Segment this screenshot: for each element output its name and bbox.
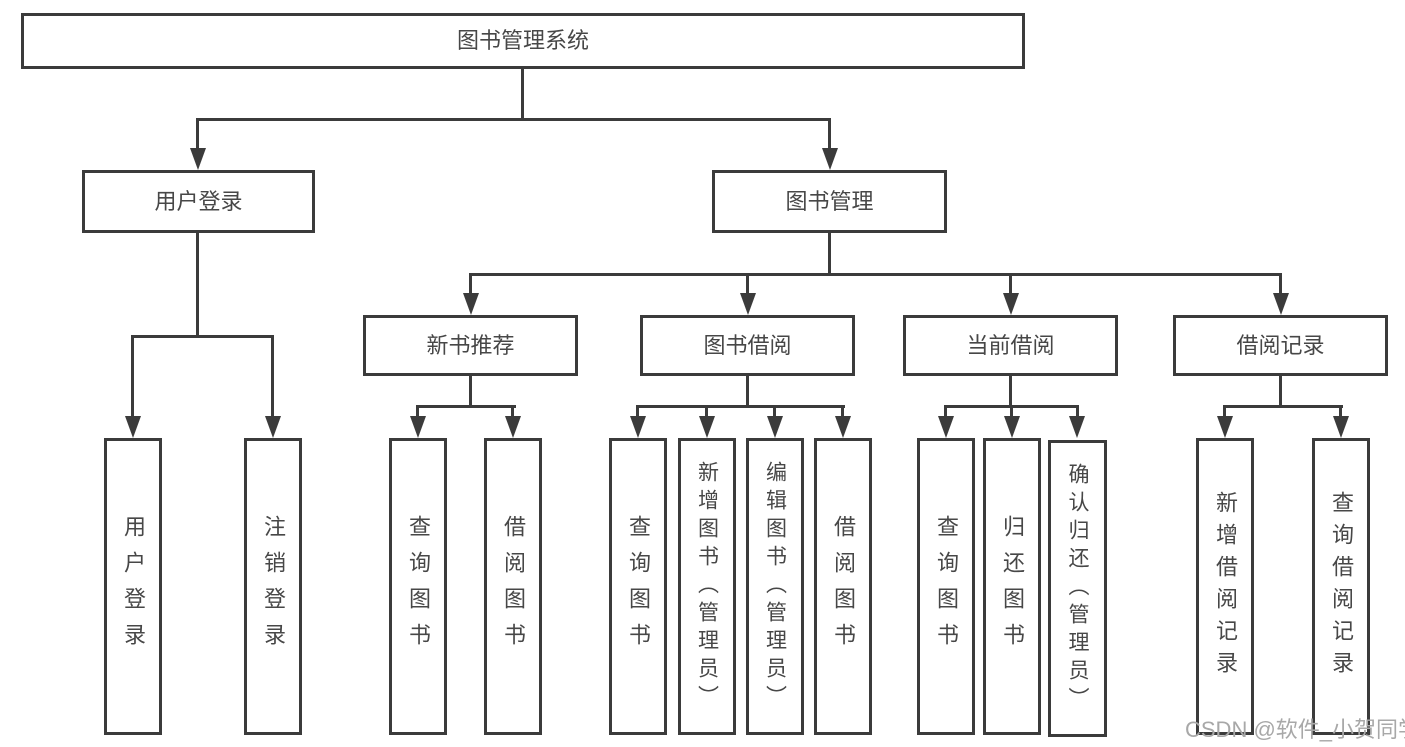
connector-borrow-records-group-drop <box>1279 376 1282 407</box>
leaf-cb-confirm-return-admin: 确认归还（管理员） <box>1048 440 1107 737</box>
arrowhead-down-cb-return <box>1004 416 1020 438</box>
arrowhead-down-nb-query <box>410 416 426 438</box>
leaf-bb-add-books-admin: 新增图书（管理员） <box>678 438 736 735</box>
leaf-bb-borrow-books: 借阅图书 <box>814 438 872 735</box>
arrowhead-down-user-login <box>190 148 206 170</box>
leaf-nb-borrow-books: 借阅图书 <box>484 438 542 735</box>
connector-drop-book-borrow <box>746 273 749 295</box>
connector-level3-rail <box>469 273 1282 276</box>
arrowhead-down-bb-add <box>699 416 715 438</box>
connector-drop-borrow-records <box>1279 273 1282 295</box>
connector-drop-current-borrow <box>1009 273 1012 295</box>
node-book-borrow: 图书借阅 <box>640 315 855 376</box>
connector-drop-leaf-login <box>131 335 134 418</box>
node-borrow-records: 借阅记录 <box>1173 315 1388 376</box>
connector-root-drop <box>521 69 524 118</box>
connector-user-login-drop <box>196 233 199 335</box>
connector-book-management-drop <box>828 233 831 273</box>
connector-drop-bb-query <box>636 405 639 418</box>
connector-user-login-rail <box>131 335 274 338</box>
arrowhead-down-bb-query <box>630 416 646 438</box>
leaf-user-login: 用户登录 <box>104 438 162 735</box>
leaf-br-add-record: 新增借阅记录 <box>1196 438 1254 735</box>
arrowhead-down-leaf-login <box>125 416 141 438</box>
arrowhead-down-nb-borrow <box>505 416 521 438</box>
connector-book-borrow-rail <box>636 405 845 408</box>
node-user-login: 用户登录 <box>82 170 315 233</box>
arrowhead-down-bb-edit <box>767 416 783 438</box>
arrowhead-down-book-management <box>822 148 838 170</box>
arrowhead-down-cb-confirm <box>1069 416 1085 438</box>
leaf-br-query-record: 查询借阅记录 <box>1312 438 1370 735</box>
leaf-logout: 注销登录 <box>244 438 302 735</box>
leaf-cb-query-books: 查询图书 <box>917 438 975 735</box>
connector-drop-new-book <box>469 273 472 295</box>
connector-drop-cb-confirm <box>1076 405 1079 418</box>
arrowhead-down-new-book <box>463 293 479 315</box>
connector-drop-leaf-logout <box>271 335 274 418</box>
connector-drop-user-login <box>196 118 199 150</box>
connector-drop-bb-add <box>705 405 708 418</box>
connector-level2-rail <box>196 118 831 121</box>
leaf-bb-query-books: 查询图书 <box>609 438 667 735</box>
connector-drop-bb-borrow <box>841 405 844 418</box>
connector-book-borrow-group-drop <box>746 376 749 407</box>
leaf-cb-return-books: 归还图书 <box>983 438 1041 735</box>
arrowhead-down-cb-query <box>938 416 954 438</box>
arrowhead-down-borrow-records <box>1273 293 1289 315</box>
arrowhead-down-br-query <box>1333 416 1349 438</box>
connector-drop-nb-query <box>416 405 419 418</box>
connector-drop-nb-borrow <box>511 405 514 418</box>
connector-borrow-records-rail <box>1223 405 1343 408</box>
node-library-management-system: 图书管理系统 <box>21 13 1025 69</box>
node-current-borrow: 当前借阅 <box>903 315 1118 376</box>
arrowhead-down-br-add <box>1217 416 1233 438</box>
leaf-nb-query-books: 查询图书 <box>389 438 447 735</box>
arrowhead-down-bb-borrow <box>835 416 851 438</box>
connector-new-book-rail <box>416 405 516 408</box>
connector-drop-cb-query <box>944 405 947 418</box>
connector-drop-book-management <box>828 118 831 150</box>
arrowhead-down-book-borrow <box>740 293 756 315</box>
csdn-watermark: CSDN @软件_小贺同学 <box>1185 717 1405 742</box>
connector-drop-br-query <box>1339 405 1342 418</box>
arrowhead-down-leaf-logout <box>265 416 281 438</box>
leaf-bb-edit-books-admin: 编辑图书（管理员） <box>746 438 804 735</box>
arrowhead-down-current-borrow <box>1003 293 1019 315</box>
connector-drop-cb-return <box>1010 405 1013 418</box>
node-new-book-recommend: 新书推荐 <box>363 315 578 376</box>
connector-drop-bb-edit <box>773 405 776 418</box>
connector-drop-br-add <box>1223 405 1226 418</box>
connector-new-book-drop <box>469 376 472 407</box>
node-book-management: 图书管理 <box>712 170 947 233</box>
connector-current-borrow-group-drop <box>1009 376 1012 407</box>
